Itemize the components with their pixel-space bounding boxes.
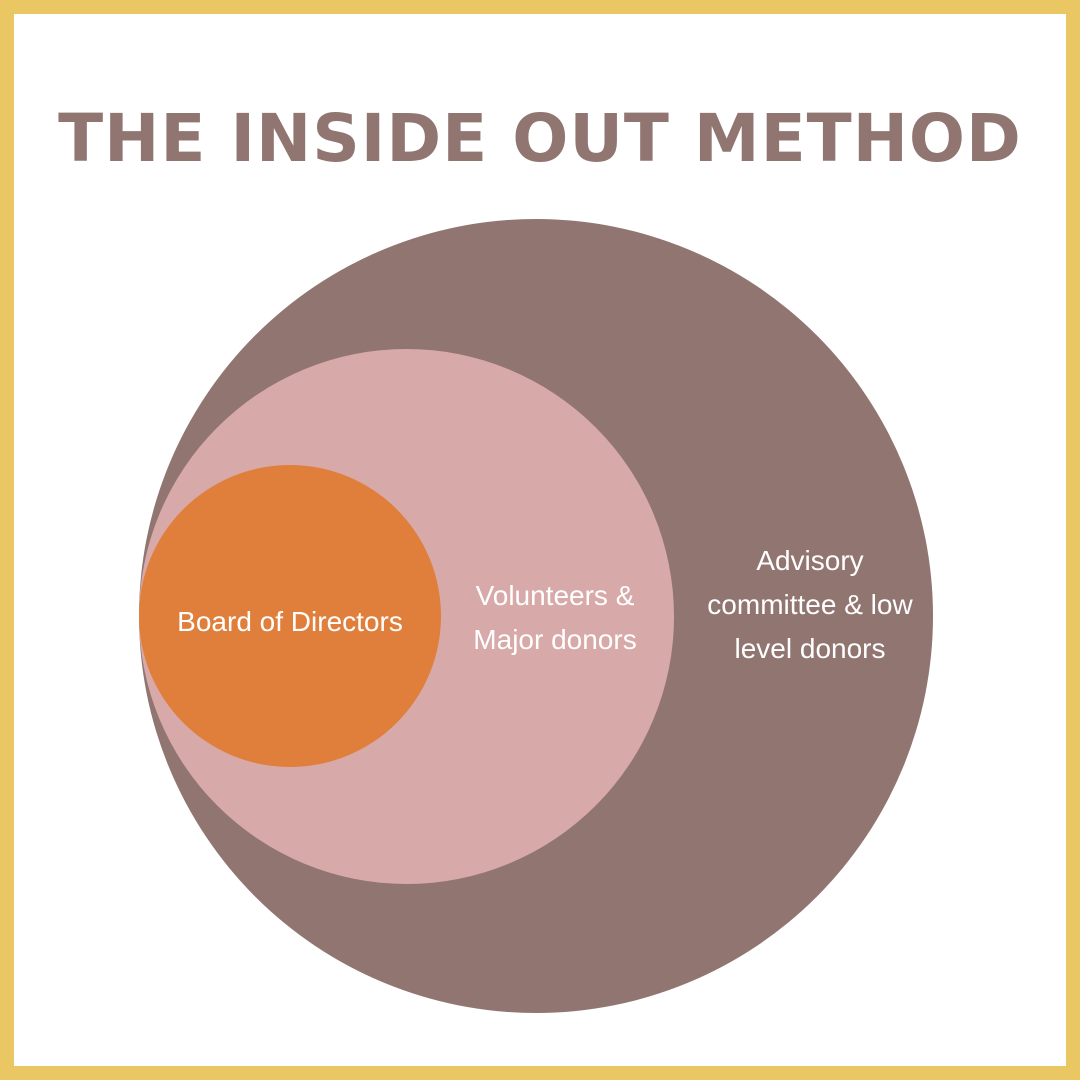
inner-label-text: Board of Directors [177,606,403,637]
middle-label-line-1: Volunteers & [475,580,635,611]
outer-circle-label: Advisory committee & low level donors [680,539,940,671]
inner-circle [139,465,441,767]
middle-circle-label: Volunteers & Major donors [455,574,655,662]
outer-label-line-3: level donors [734,633,886,664]
outer-label-line-2: committee & low [707,589,913,620]
page-title: THE INSIDE OUT METHOD [58,100,1022,177]
outer-label-line-1: Advisory [756,545,864,576]
middle-label-line-2: Major donors [473,624,637,655]
inner-circle-label: Board of Directors [150,600,430,644]
